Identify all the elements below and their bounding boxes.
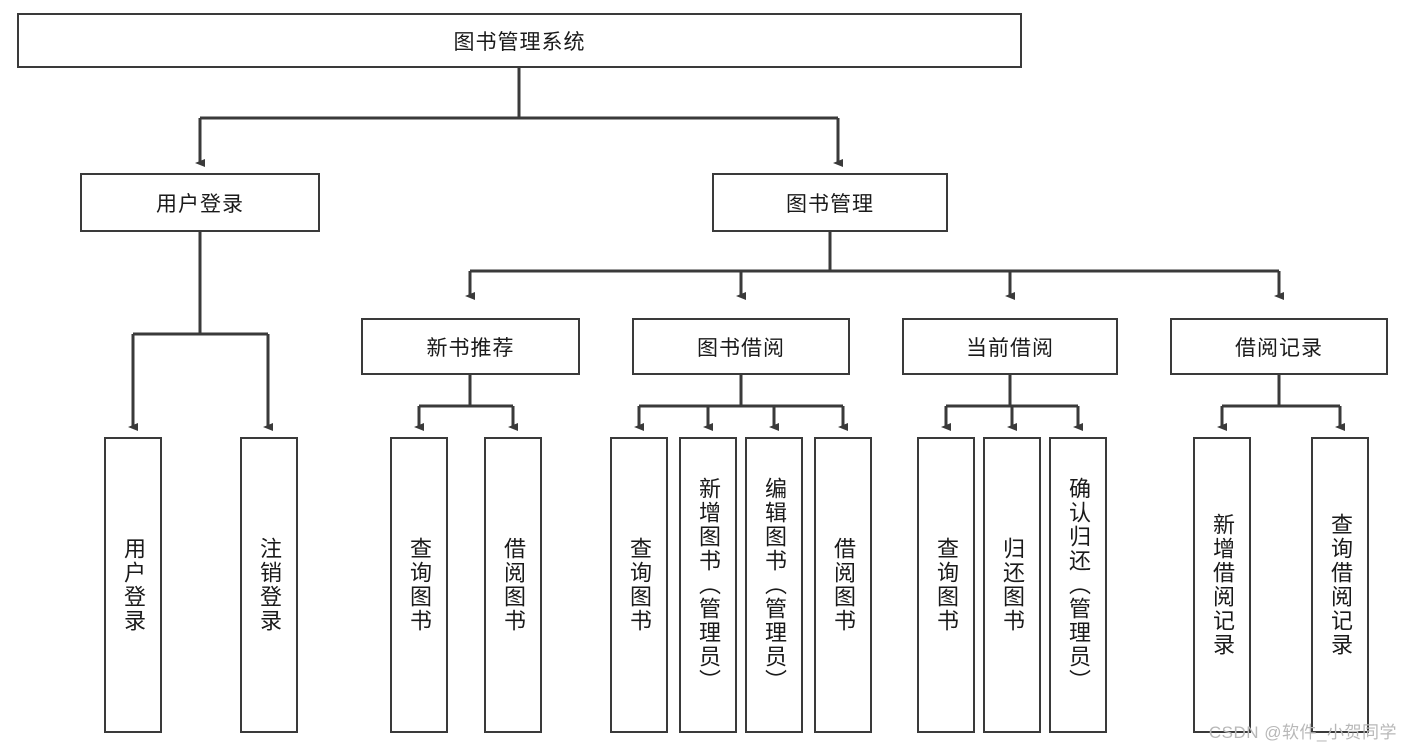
leaf-borrow-add-book-admin[interactable]: 新增图书（管理员） (679, 437, 737, 733)
node-root-system[interactable]: 图书管理系统 (17, 13, 1022, 68)
node-label: 当前借阅 (966, 336, 1054, 360)
leaf-current-confirm-return-admin[interactable]: 确认归还（管理员） (1049, 437, 1107, 733)
csdn-watermark: CSDN @软件_小贺同学 (1208, 723, 1397, 742)
node-book-borrow[interactable]: 图书借阅 (632, 318, 850, 375)
leaf-new-book-query[interactable]: 查询图书 (390, 437, 448, 733)
leaf-records-query-record[interactable]: 查询借阅记录 (1311, 437, 1369, 733)
node-label: 确认归还（管理员） (1066, 477, 1091, 693)
node-label: 查询图书 (934, 537, 959, 633)
leaf-new-book-borrow[interactable]: 借阅图书 (484, 437, 542, 733)
node-user-login[interactable]: 用户登录 (80, 173, 320, 232)
node-current-borrow[interactable]: 当前借阅 (902, 318, 1118, 375)
node-label: 编辑图书（管理员） (762, 477, 787, 693)
leaf-user-login-login[interactable]: 用户登录 (104, 437, 162, 733)
leaf-current-return-book[interactable]: 归还图书 (983, 437, 1041, 733)
node-label: 新书推荐 (426, 336, 515, 360)
node-label: 注销登录 (257, 537, 282, 633)
leaf-borrow-edit-book-admin[interactable]: 编辑图书（管理员） (745, 437, 803, 733)
node-new-book-recommendation[interactable]: 新书推荐 (361, 318, 580, 375)
node-label: 新增借阅记录 (1210, 513, 1235, 657)
leaf-borrow-query-book[interactable]: 查询图书 (610, 437, 668, 733)
node-label: 借阅图书 (501, 537, 526, 633)
node-label: 图书借阅 (697, 336, 785, 360)
node-label: 查询借阅记录 (1328, 513, 1353, 657)
leaf-records-add-record[interactable]: 新增借阅记录 (1193, 437, 1251, 733)
node-book-management[interactable]: 图书管理 (712, 173, 948, 232)
node-label: 图书管理系统 (453, 30, 586, 54)
node-label: 用户登录 (121, 537, 146, 633)
node-borrow-records[interactable]: 借阅记录 (1170, 318, 1388, 375)
leaf-user-login-logout[interactable]: 注销登录 (240, 437, 298, 733)
node-label: 归还图书 (1000, 537, 1025, 633)
node-label: 新增图书（管理员） (696, 477, 721, 693)
node-label: 借阅记录 (1235, 336, 1323, 360)
node-label: 图书管理 (786, 192, 874, 216)
node-label: 查询图书 (627, 537, 652, 633)
node-label: 借阅图书 (831, 537, 856, 633)
leaf-current-query-book[interactable]: 查询图书 (917, 437, 975, 733)
node-label: 用户登录 (156, 192, 244, 216)
node-label: 查询图书 (407, 537, 432, 633)
leaf-borrow-borrow-book[interactable]: 借阅图书 (814, 437, 872, 733)
